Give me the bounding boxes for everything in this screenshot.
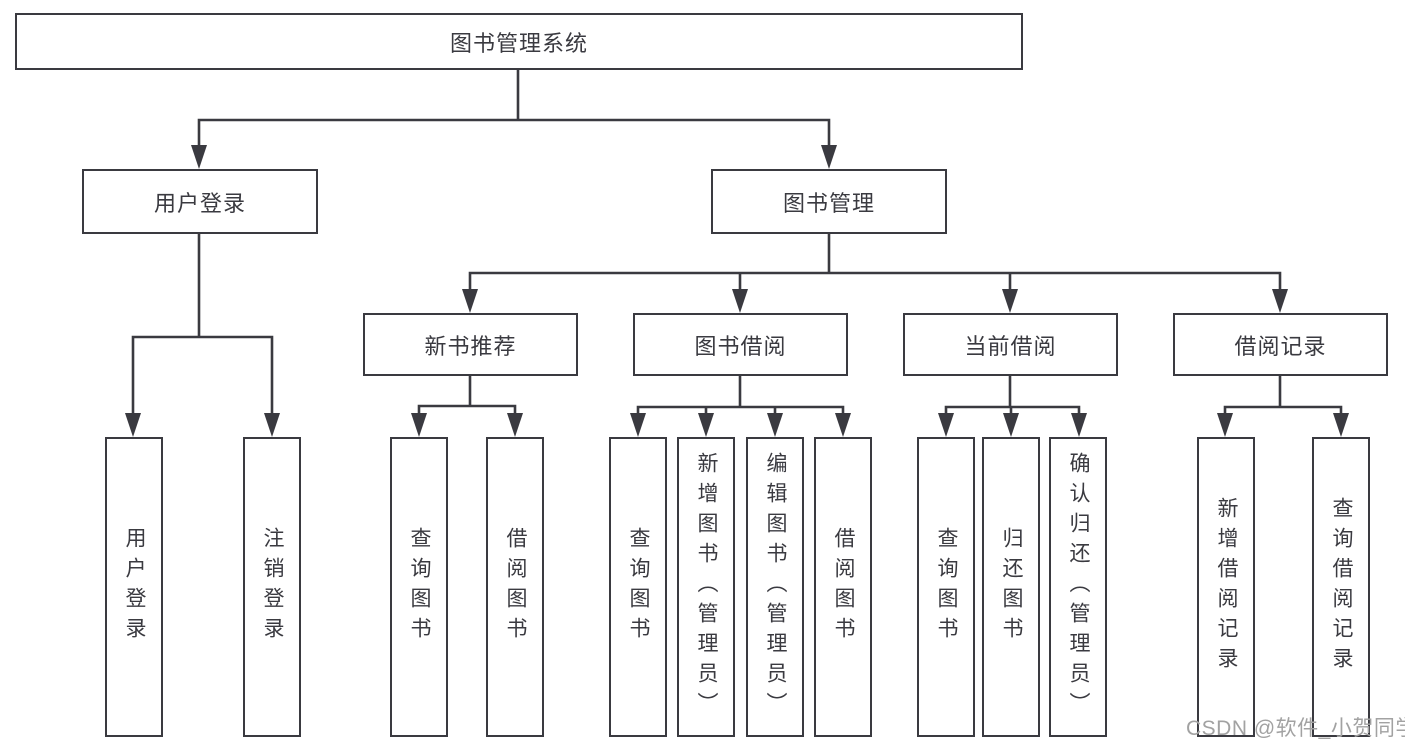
arrow-icon (732, 289, 748, 313)
arrow-icon (698, 413, 714, 437)
leaf-add-books-admin: 新增图书（管理员） (677, 437, 735, 737)
leaf-query-borrow-record: 查询借阅记录 (1312, 437, 1370, 737)
watermark: CSDN @软件_小贺同学 (1186, 717, 1405, 740)
connector-user-login-branch (131, 231, 274, 417)
arrow-icon (630, 413, 646, 437)
leaf-query-books-current: 查询图书 (917, 437, 975, 737)
connector-current-borrow-branch (944, 374, 1081, 418)
arrow-icon (411, 413, 427, 437)
node-user-login: 用户登录 (82, 169, 318, 234)
leaf-confirm-return-admin: 确认归还（管理员） (1049, 437, 1107, 737)
leaf-logout: 注销登录 (243, 437, 301, 737)
node-new-book-recommend: 新书推荐 (363, 313, 578, 376)
arrow-icon (264, 413, 280, 437)
leaf-add-borrow-record: 新增借阅记录 (1197, 437, 1255, 737)
arrow-icon (125, 413, 141, 437)
arrow-icon (767, 413, 783, 437)
connector-borrow-record-branch (1223, 374, 1343, 418)
leaf-borrow-books-recommend: 借阅图书 (486, 437, 544, 737)
leaf-return-books: 归还图书 (982, 437, 1040, 737)
arrow-icon (1217, 413, 1233, 437)
connector-new-book-branch (417, 374, 517, 418)
connector-book-management-branch (468, 231, 1282, 294)
arrow-icon (835, 413, 851, 437)
arrow-icon (1002, 289, 1018, 313)
arrow-icon (462, 289, 478, 313)
arrow-icon (507, 413, 523, 437)
node-library-management-system: 图书管理系统 (15, 13, 1023, 70)
arrow-icon (1071, 413, 1087, 437)
connector-book-borrow-branch (636, 374, 845, 418)
arrow-icon (191, 145, 207, 169)
arrow-icon (1272, 289, 1288, 313)
arrowheads (125, 145, 1349, 437)
leaf-edit-books-admin: 编辑图书（管理员） (746, 437, 804, 737)
leaf-borrow-books: 借阅图书 (814, 437, 872, 737)
connector-root-to-level1 (197, 67, 831, 149)
leaf-query-books-recommend: 查询图书 (390, 437, 448, 737)
arrow-icon (1333, 413, 1349, 437)
arrow-icon (821, 145, 837, 169)
leaf-query-books-borrow: 查询图书 (609, 437, 667, 737)
node-book-management: 图书管理 (711, 169, 947, 234)
node-book-borrow: 图书借阅 (633, 313, 848, 376)
arrow-icon (1003, 413, 1019, 437)
arrow-icon (938, 413, 954, 437)
node-borrow-record: 借阅记录 (1173, 313, 1388, 376)
node-current-borrow: 当前借阅 (903, 313, 1118, 376)
leaf-user-login: 用户登录 (105, 437, 163, 737)
